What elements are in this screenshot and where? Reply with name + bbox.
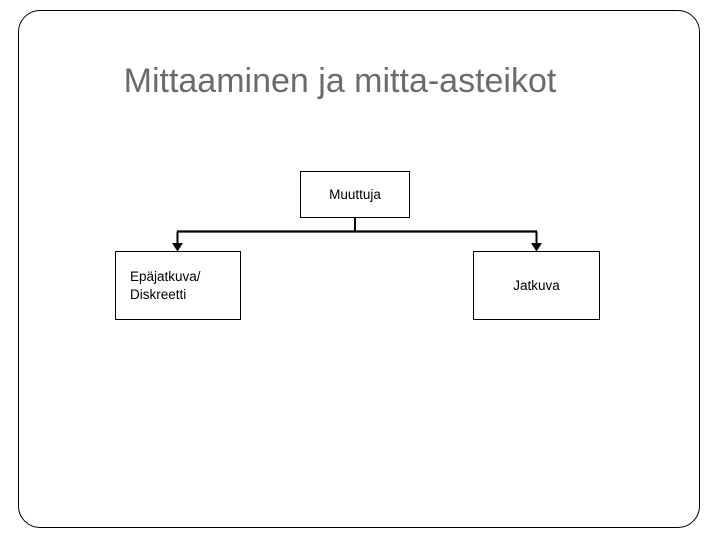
node-epajatkuva-diskreetti[interactable]: Epäjatkuva/ Diskreetti xyxy=(115,251,241,320)
node-muuttuja-line-1: Muuttuja xyxy=(329,186,381,202)
node-jatkuva-line-1: Jatkuva xyxy=(513,277,560,293)
slide-border-frame xyxy=(18,10,700,528)
node-jatkuva[interactable]: Jatkuva xyxy=(473,251,600,320)
node-epajatkuva-line-1: Epäjatkuva/ xyxy=(130,268,201,284)
node-epajatkuva-line-2: Diskreetti xyxy=(130,286,187,302)
page-title: Mittaaminen ja mitta-asteikot xyxy=(123,62,557,100)
node-muuttuja[interactable]: Muuttuja xyxy=(300,171,410,218)
